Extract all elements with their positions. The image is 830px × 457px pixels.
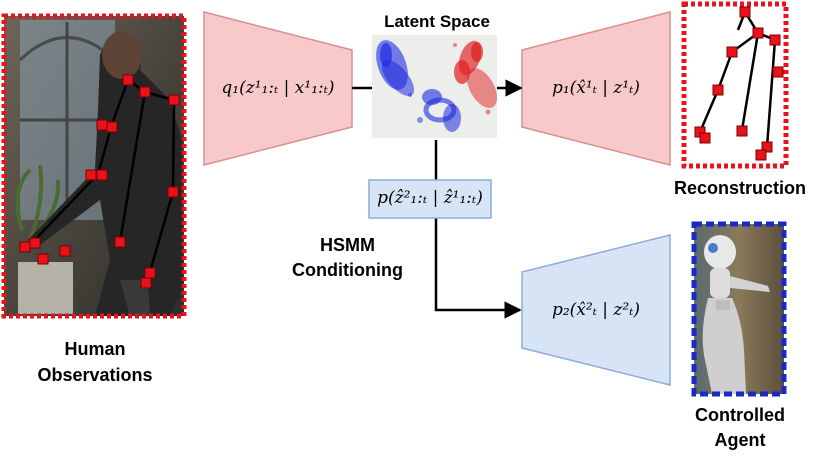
controlled-agent-label-line2: Agent <box>714 430 766 450</box>
robot-agent-frame <box>691 221 787 397</box>
decoder2-formula: p₂(x̂²ₜ | z²ₜ) <box>551 300 641 320</box>
hsmm-label-line1: HSMM <box>320 235 375 255</box>
controlled-agent-label-line1: Controlled <box>695 405 785 425</box>
hsmm-label-line2: Conditioning <box>292 260 403 280</box>
decoder1-formula: p₁(x̂¹ₜ | z¹ₜ) <box>551 78 641 98</box>
hsmm-box <box>368 179 492 219</box>
human-observation-frame <box>1 13 187 319</box>
human-observation-image <box>4 16 184 316</box>
reconstruction-label: Reconstruction <box>673 178 806 198</box>
decoder2-block <box>521 234 671 386</box>
robot-agent-image <box>694 224 784 394</box>
encoder-formula: q₁(z¹₁:ₜ | x¹₁:ₜ) <box>221 78 335 98</box>
human-joint-markers <box>19 74 180 289</box>
encoder-block <box>203 11 353 166</box>
hsmm-formula: p(ẑ²₁:ₜ | ẑ¹₁:ₜ) <box>377 188 483 208</box>
hsmm-to-decoder2-arrow <box>434 218 522 319</box>
human-observations-label-line1: Human <box>64 339 126 359</box>
latent-space-plot <box>372 35 498 138</box>
human-observations-label-line2: Observations <box>37 365 153 385</box>
latent-space-label: Latent Space <box>384 12 490 31</box>
decoder1-block <box>521 11 671 166</box>
reconstruction-joint-markers <box>694 6 784 161</box>
